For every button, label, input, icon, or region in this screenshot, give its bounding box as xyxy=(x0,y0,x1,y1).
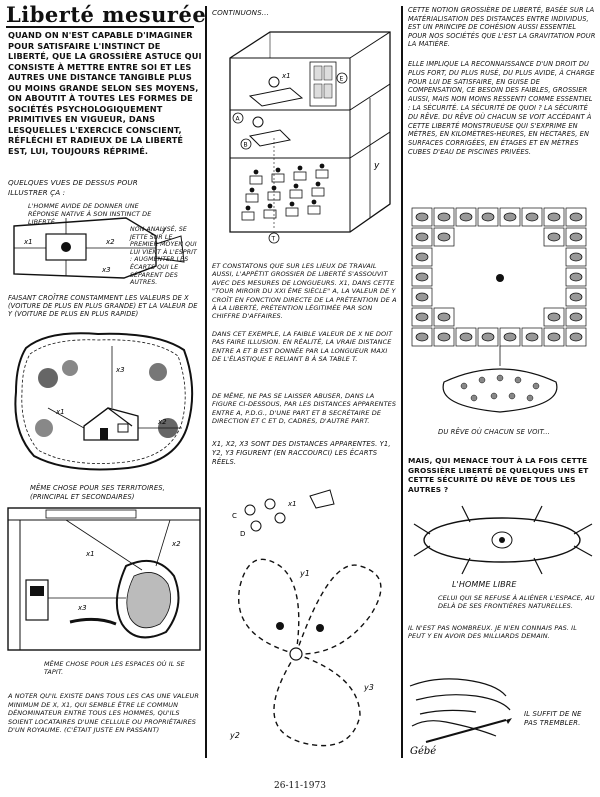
suffit-text: Il suffit de ne pas trembler. xyxy=(524,710,582,727)
room-drawing: x1 x2 x3 xyxy=(7,507,201,651)
continuons-heading: Continuons... xyxy=(212,8,269,17)
loop-label-d: D xyxy=(240,530,245,538)
loop-label-y3: y3 xyxy=(363,683,374,692)
office-tower-drawing: y x1 A B E T xyxy=(229,31,391,244)
distances-text: x1, x2, x3 sont des distances apparentes… xyxy=(212,440,391,466)
dream-caption: Du rêve où chacun se voit... xyxy=(438,428,550,436)
tower-label-y: y xyxy=(373,161,380,171)
loop-label-y2: y2 xyxy=(229,731,240,740)
car-label-x2: x2 xyxy=(105,238,115,246)
hands-drawing: Gébé xyxy=(409,678,512,756)
loop-label-c: C xyxy=(232,512,237,520)
loop-distances-drawing: C D x1 y1 y2 y3 xyxy=(229,489,382,747)
title-underline xyxy=(6,26,194,28)
territory-drawing: x1 x2 x3 xyxy=(14,332,194,471)
territory-label-x2: x2 xyxy=(157,418,167,426)
car-top-view-drawing: x1 x2 x3 y xyxy=(13,217,185,279)
analysis-caption: Non analysé, se jette sur le premier moy… xyxy=(130,226,197,287)
territory-label-x1: x1 xyxy=(55,408,65,416)
page-title: Liberté mesurée xyxy=(6,2,207,27)
page-date: 26-11-1973 xyxy=(274,781,326,791)
figure-warning-text: De même, ne pas se laisser abuser, dans … xyxy=(212,392,397,426)
car-label-y: y xyxy=(161,226,167,234)
free-man-title: L'homme libre xyxy=(452,580,517,589)
implication-text: Elle implique la reconnaissance d'un dro… xyxy=(408,60,595,156)
dream-grid-drawing xyxy=(411,207,587,413)
territory-label-x3: x3 xyxy=(115,366,125,374)
car-label-x3: x3 xyxy=(101,266,111,274)
man-caption: L'homme avide de donner une réponse nati… xyxy=(28,202,152,226)
room-caption: Même chose pour les espaces où il se tap… xyxy=(44,660,185,676)
free-man-definition: Celui qui se refuse à aliéner l'espace, … xyxy=(438,594,595,611)
free-man-drawing xyxy=(413,505,593,575)
example-text: Dans cet exemple, la faible valeur de x … xyxy=(212,330,393,364)
tower-label-t: T xyxy=(271,236,276,243)
territory-caption: Même chose pour ses territoires, (princi… xyxy=(30,484,165,501)
room-label-x3: x3 xyxy=(77,604,87,612)
values-caption: Faisant croître constamment les valeurs … xyxy=(8,294,198,319)
column-divider-left xyxy=(205,6,207,758)
not-many-text: Il n'est pas nombreux. Je n'en connais p… xyxy=(408,624,577,641)
tower-label-e: E xyxy=(340,76,344,83)
views-heading: Quelques vues de dessus pour illustrer ç… xyxy=(8,178,138,197)
notion-text: Cette notion grossière de liberté, basée… xyxy=(408,6,596,49)
loop-label-x1: x1 xyxy=(287,500,297,508)
tower-label-a: A xyxy=(236,116,241,123)
tower-label-b: B xyxy=(244,142,248,149)
workplace-text: Et constatons que sur les lieux de trava… xyxy=(212,262,397,321)
loop-label-y1: y1 xyxy=(299,569,310,578)
room-label-x2: x2 xyxy=(171,540,181,548)
tower-label-x1: x1 xyxy=(281,72,291,80)
car-label-x1: x1 xyxy=(23,238,33,246)
column-divider-right xyxy=(401,6,403,758)
room-label-x1: x1 xyxy=(85,550,95,558)
intro-text: Quand on n'est capable d'imaginer pour s… xyxy=(8,30,202,156)
signature: Gébé xyxy=(410,746,436,756)
note-text: A noter qu'il existe dans tous les cas u… xyxy=(8,692,199,735)
question-text: Mais, qui menace tout à la fois cette gr… xyxy=(408,456,589,494)
